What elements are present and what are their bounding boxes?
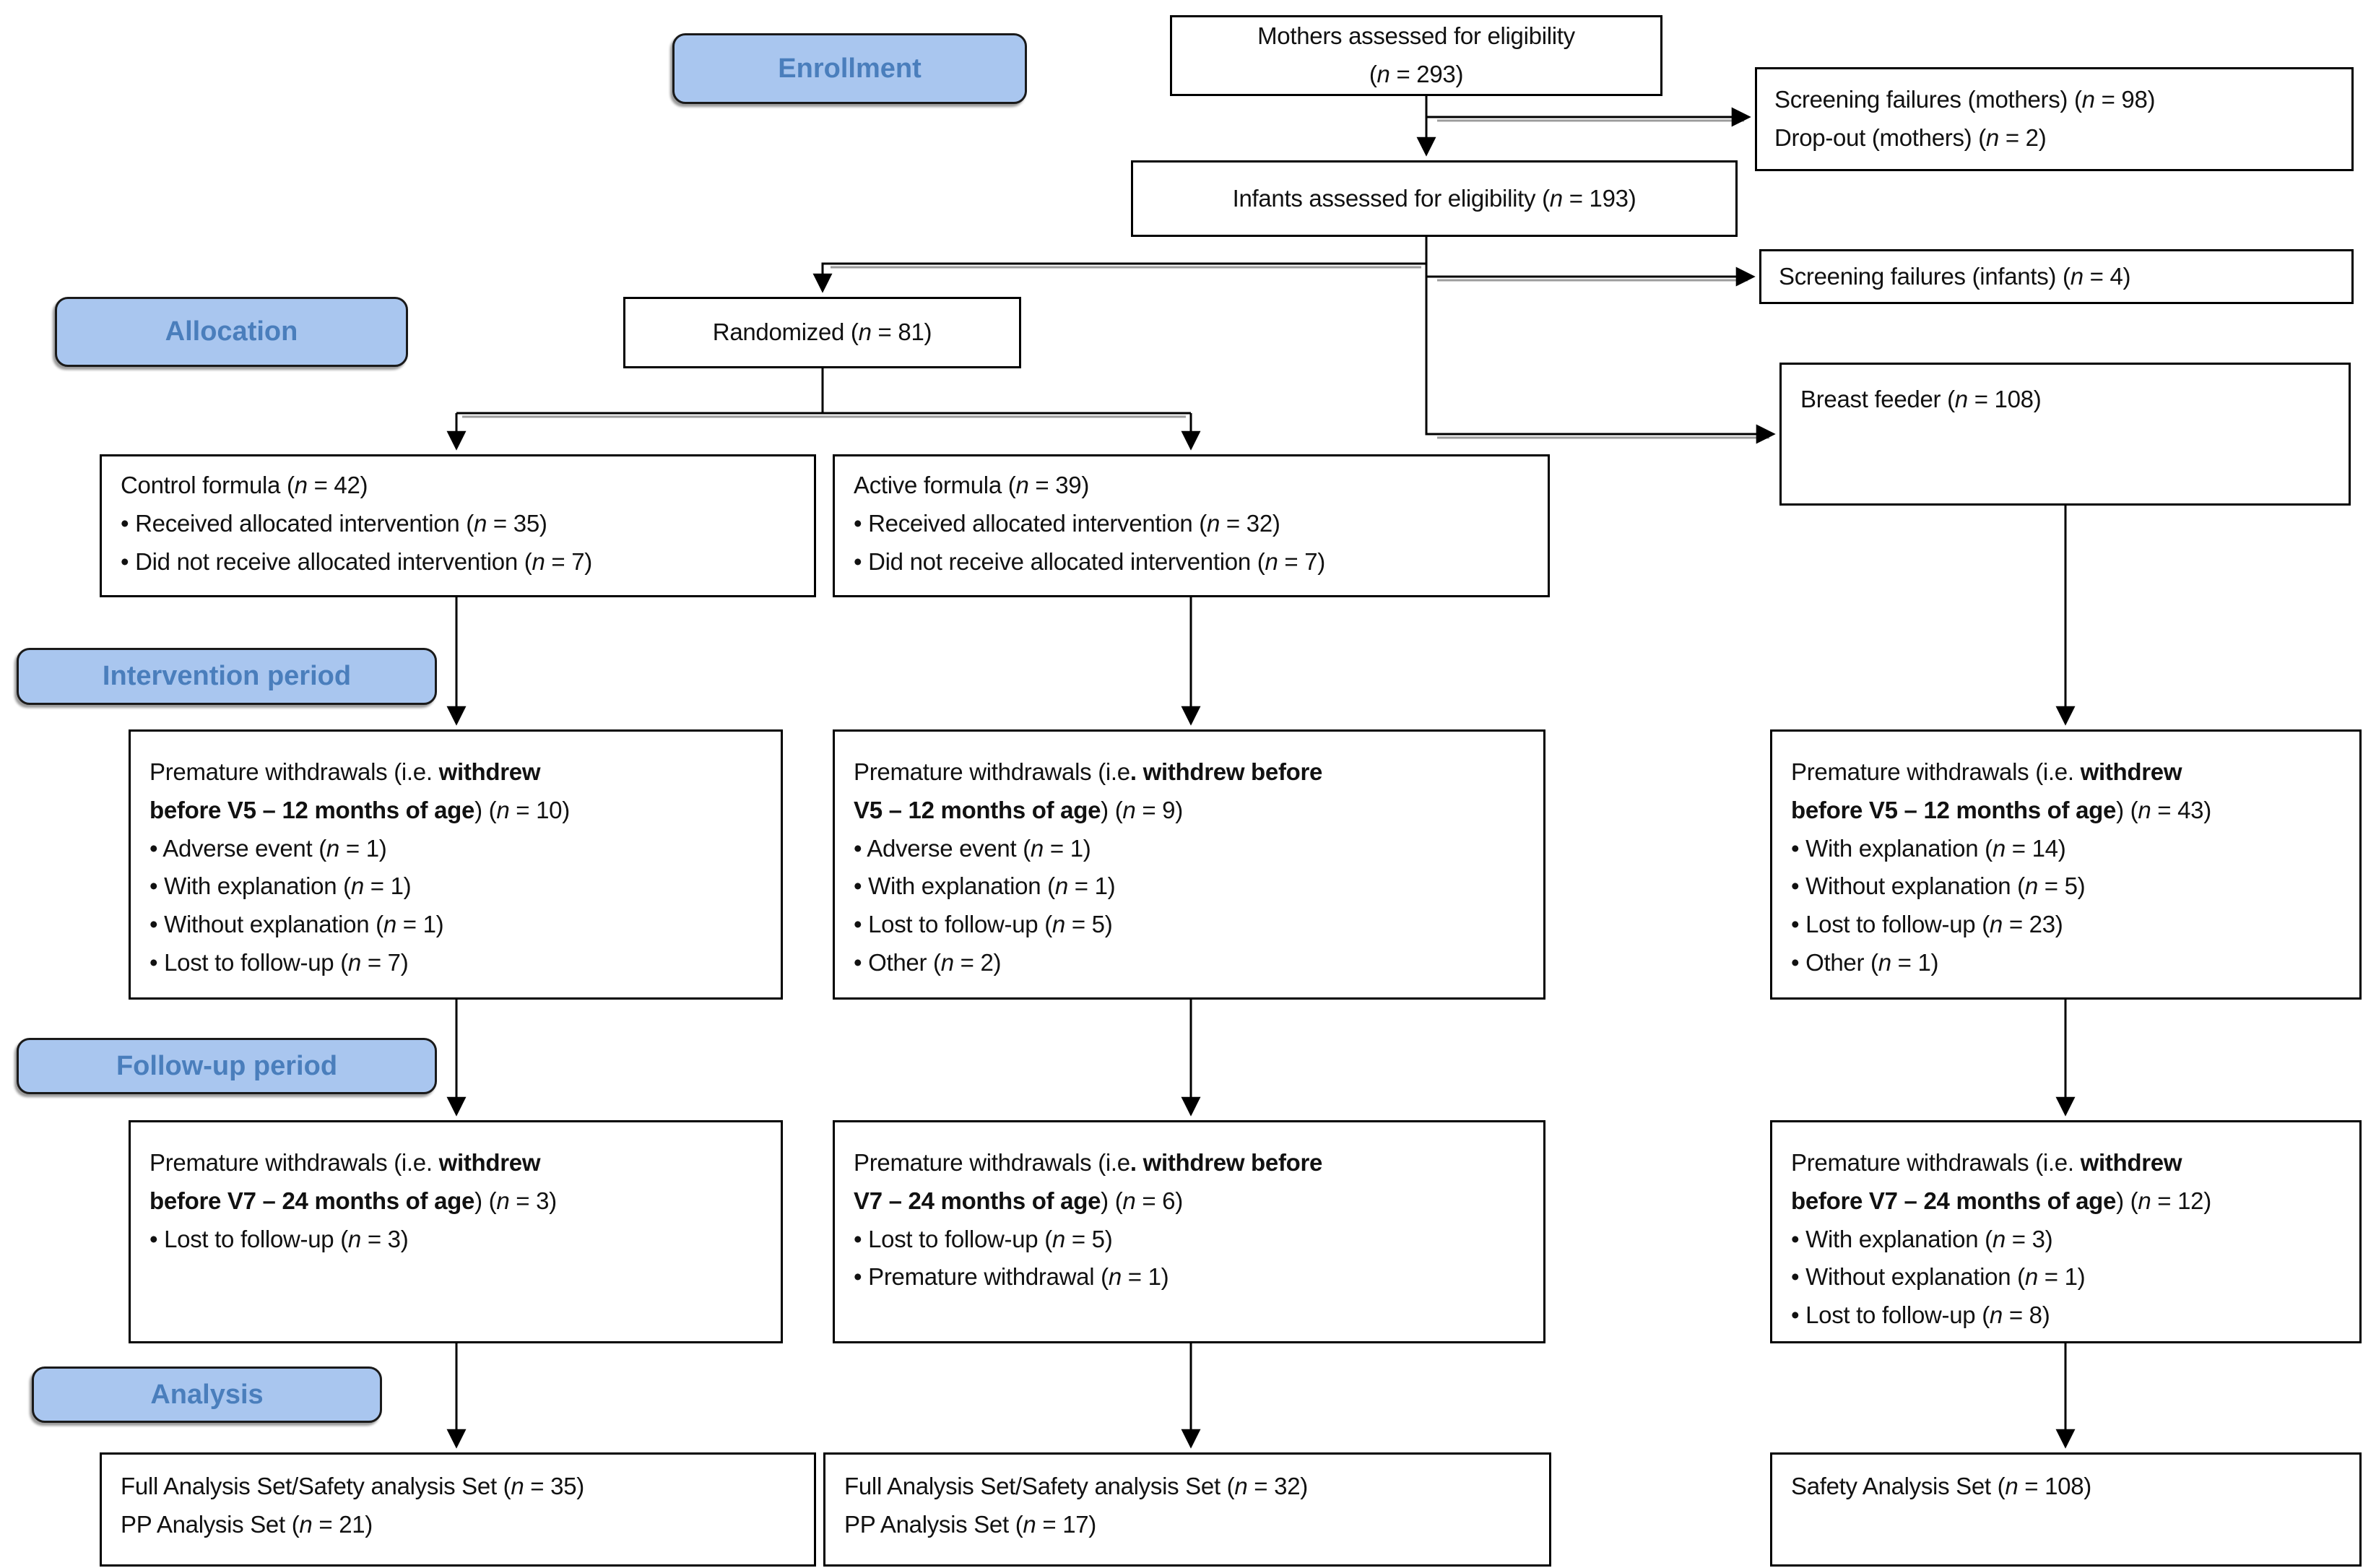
box-active-formula: Active formula (n = 39)• Received alloca… [833,454,1550,597]
box-analysis-set-active: Full Analysis Set/Safety analysis Set (n… [823,1452,1551,1567]
stage-label-allocation: Allocation [55,297,408,367]
box-analysis-set-control: Full Analysis Set/Safety analysis Set (n… [100,1452,816,1567]
stage-label-enrollment: Enrollment [672,33,1027,104]
box-analysis-set-breast: Safety Analysis Set (n = 108) [1770,1452,2362,1567]
stage-label-intervention-period: Intervention period [17,648,437,705]
box-intervention-withdrawals-active: Premature withdrawals (i.e. withdrew bef… [833,729,1545,1000]
box-screening-failures-mothers: Screening failures (mothers) (n = 98)Dro… [1755,67,2354,171]
box-infants-assessed: Infants assessed for eligibility (n = 19… [1131,160,1738,237]
box-randomized: Randomized (n = 81) [623,297,1021,368]
box-followup-withdrawals-active: Premature withdrawals (i.e. withdrew bef… [833,1120,1545,1343]
box-screening-failures-infants: Screening failures (infants) (n = 4) [1759,249,2354,304]
box-control-formula: Control formula (n = 42)• Received alloc… [100,454,816,597]
stage-label-analysis: Analysis [32,1366,382,1423]
stage-label-followup-period: Follow-up period [17,1038,437,1094]
box-mothers-assessed: Mothers assessed for eligibility(n = 293… [1170,15,1662,96]
box-breast-feeder: Breast feeder (n = 108) [1779,363,2351,506]
